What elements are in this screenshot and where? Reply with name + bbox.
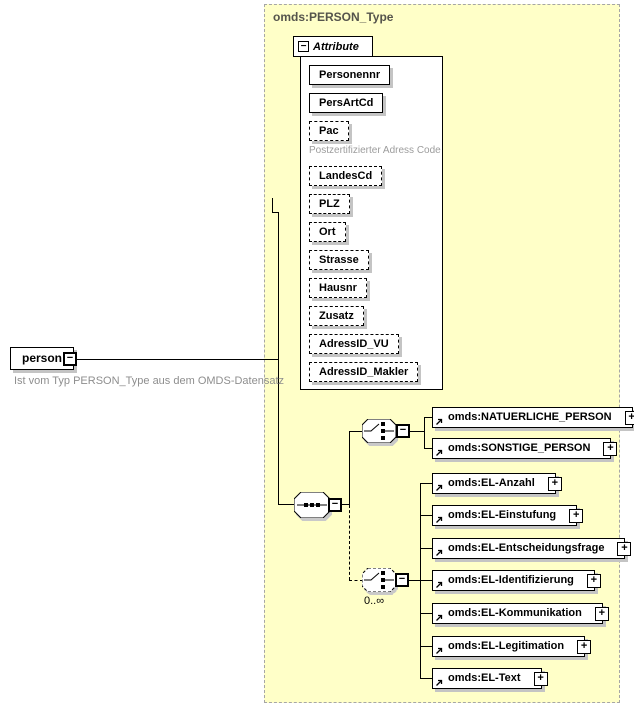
attribute-landescd[interactable]: LandesCd	[309, 166, 383, 186]
element-natuerliche-person[interactable]: omds:NATUERLICHE_PERSON +	[432, 407, 634, 428]
element-label: omds:EL-Text	[448, 672, 521, 684]
reference-arrow-icon	[436, 449, 443, 456]
element-label: omds:EL-Anzahl	[448, 477, 535, 489]
element-label: omds:SONSTIGE_PERSON	[448, 442, 591, 454]
reference-arrow-icon	[436, 647, 443, 654]
collapse-icon[interactable]: −	[298, 41, 309, 52]
reference-arrow-icon	[436, 614, 443, 621]
attribute-adressid-vu[interactable]: AdressID_VU	[309, 334, 399, 354]
element-el-kommunikation[interactable]: omds:EL-Kommunikation +	[432, 603, 609, 624]
expand-icon[interactable]: +	[569, 509, 584, 523]
connector-line	[349, 431, 350, 505]
element-label: omds:EL-Identifizierung	[448, 574, 574, 586]
connector-line-dashed	[349, 580, 363, 581]
reference-arrow-icon	[436, 418, 443, 425]
attribute-plz[interactable]: PLZ	[309, 194, 350, 214]
element-el-einstufung[interactable]: omds:EL-Einstufung +	[432, 505, 584, 526]
element-label: omds:NATUERLICHE_PERSON	[448, 411, 612, 423]
connector-line	[420, 483, 421, 679]
element-el-identifizierung[interactable]: omds:EL-Identifizierung +	[432, 570, 601, 591]
attributes-tab[interactable]: − Attribute	[293, 36, 373, 57]
attribute-personennr[interactable]: Personennr	[309, 65, 391, 85]
reference-arrow-icon	[436, 679, 443, 686]
collapse-icon[interactable]: −	[396, 424, 410, 438]
expand-icon[interactable]: +	[586, 574, 601, 588]
collapse-icon[interactable]: −	[395, 573, 409, 587]
connector-line	[424, 417, 433, 418]
attribute-strasse[interactable]: Strasse	[309, 250, 369, 270]
connector-line	[420, 548, 433, 549]
connector-line	[278, 212, 279, 505]
attribute-ort[interactable]: Ort	[309, 222, 346, 242]
connector-line	[420, 483, 433, 484]
element-el-text[interactable]: omds:EL-Text +	[432, 668, 548, 689]
connector-line	[272, 212, 279, 213]
connector-line	[424, 417, 425, 449]
element-sonstige-person[interactable]: omds:SONSTIGE_PERSON +	[432, 438, 618, 459]
expand-icon[interactable]: +	[547, 477, 562, 491]
element-el-legitimation[interactable]: omds:EL-Legitimation +	[432, 636, 592, 657]
sequence-compositor[interactable]	[294, 492, 330, 518]
element-label: omds:EL-Kommunikation	[448, 607, 582, 619]
person-annotation: Ist vom Typ PERSON_Type aus dem OMDS-Dat…	[14, 375, 285, 387]
cardinality-label: 0..∞	[364, 595, 385, 607]
attribute-persartcd[interactable]: PersArtCd	[309, 93, 384, 113]
complextype-title: omds:PERSON_Type	[273, 10, 394, 24]
connector-line	[420, 678, 433, 679]
choice-icon	[362, 419, 396, 443]
expand-icon[interactable]: +	[533, 672, 548, 686]
element-label: omds:EL-Legitimation	[448, 640, 565, 652]
connector-line	[341, 504, 350, 505]
attribute-pac[interactable]: Pac	[309, 121, 349, 141]
choice-icon	[362, 568, 396, 592]
reference-arrow-icon	[436, 516, 443, 523]
connector-line	[424, 448, 433, 449]
expand-icon[interactable]: +	[603, 442, 618, 456]
connector-line	[420, 646, 433, 647]
element-label: omds:EL-Einstufung	[448, 509, 557, 521]
expand-icon[interactable]: +	[594, 607, 609, 621]
attribute-adressid-makler[interactable]: AdressID_Makler	[309, 362, 419, 382]
expand-icon[interactable]: +	[577, 640, 592, 654]
element-person[interactable]: person	[10, 347, 75, 370]
attribute-hausnr[interactable]: Hausnr	[309, 278, 367, 298]
choice-compositor-optional[interactable]	[362, 568, 396, 592]
connector-line	[410, 431, 424, 432]
connector-line	[409, 580, 433, 581]
collapse-icon[interactable]: −	[63, 352, 77, 366]
expand-icon[interactable]: +	[617, 542, 632, 556]
sequence-icon	[294, 492, 330, 518]
attributes-section-label: Attribute	[313, 40, 359, 53]
connector-line-dashed	[349, 505, 350, 580]
collapse-icon[interactable]: −	[328, 498, 342, 512]
connector-line	[349, 431, 363, 432]
connector-line	[278, 504, 296, 505]
connector-line	[420, 515, 433, 516]
expand-icon[interactable]: +	[624, 411, 634, 425]
connector-line	[77, 359, 278, 360]
element-label: omds:EL-Entscheidungsfrage	[448, 542, 605, 554]
connector-line	[272, 198, 273, 213]
element-el-entscheidungsfrage[interactable]: omds:EL-Entscheidungsfrage +	[432, 538, 632, 559]
reference-arrow-icon	[436, 549, 443, 556]
choice-compositor[interactable]	[362, 419, 396, 443]
reference-arrow-icon	[436, 581, 443, 588]
element-el-anzahl[interactable]: omds:EL-Anzahl +	[432, 473, 562, 494]
attribute-pac-caption: Postzertifizierter Adress Code	[309, 145, 441, 156]
connector-line	[420, 613, 433, 614]
attribute-zusatz[interactable]: Zusatz	[309, 306, 364, 326]
reference-arrow-icon	[436, 484, 443, 491]
